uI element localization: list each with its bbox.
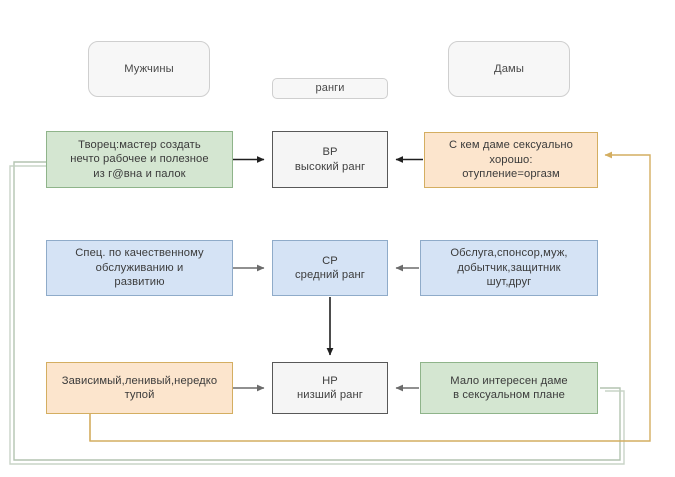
- node-rank-mid-label: СР средний ранг: [294, 254, 365, 281]
- header-ranks-label: ранги: [315, 82, 345, 95]
- header-ranks: ранги: [272, 78, 388, 99]
- header-men-label: Мужчины: [124, 62, 174, 75]
- node-rank-low: НР низший ранг: [272, 362, 388, 414]
- node-rank-mid: СР средний ранг: [272, 240, 388, 296]
- node-mid-right-label: Обслуга,спонсор,муж, добытчик,защитник ш…: [450, 247, 568, 289]
- header-ladies-label: Дамы: [494, 62, 524, 75]
- node-mid-right: Обслуга,спонсор,муж, добытчик,защитник ш…: [420, 240, 598, 296]
- node-rank-high-label: ВР высокий ранг: [294, 146, 366, 173]
- node-high-right-label: С кем даме сексуально хорошо: отупление=…: [449, 139, 573, 181]
- node-rank-low-label: НР низший ранг: [297, 374, 363, 401]
- header-ladies: Дамы: [448, 41, 570, 97]
- node-mid-left: Спец. по качественному обслуживанию и ра…: [46, 240, 233, 296]
- node-low-left: Зависимый,ленивый,нередко тупой: [46, 362, 233, 414]
- node-mid-left-label: Спец. по качественному обслуживанию и ра…: [75, 247, 204, 289]
- node-low-right: Мало интересен даме в сексуальном плане: [420, 362, 598, 414]
- node-high-left-label: Творец:мастер создать нечто рабочее и по…: [70, 138, 209, 180]
- node-low-left-label: Зависимый,ленивый,нередко тупой: [61, 374, 218, 401]
- node-low-right-label: Мало интересен даме в сексуальном плане: [450, 374, 568, 401]
- loop-green-outer: [9, 158, 625, 465]
- header-men: Мужчины: [88, 41, 210, 97]
- node-high-left: Творец:мастер создать нечто рабочее и по…: [46, 131, 233, 188]
- node-high-right: С кем даме сексуально хорошо: отупление=…: [424, 132, 598, 188]
- node-rank-high: ВР высокий ранг: [272, 131, 388, 188]
